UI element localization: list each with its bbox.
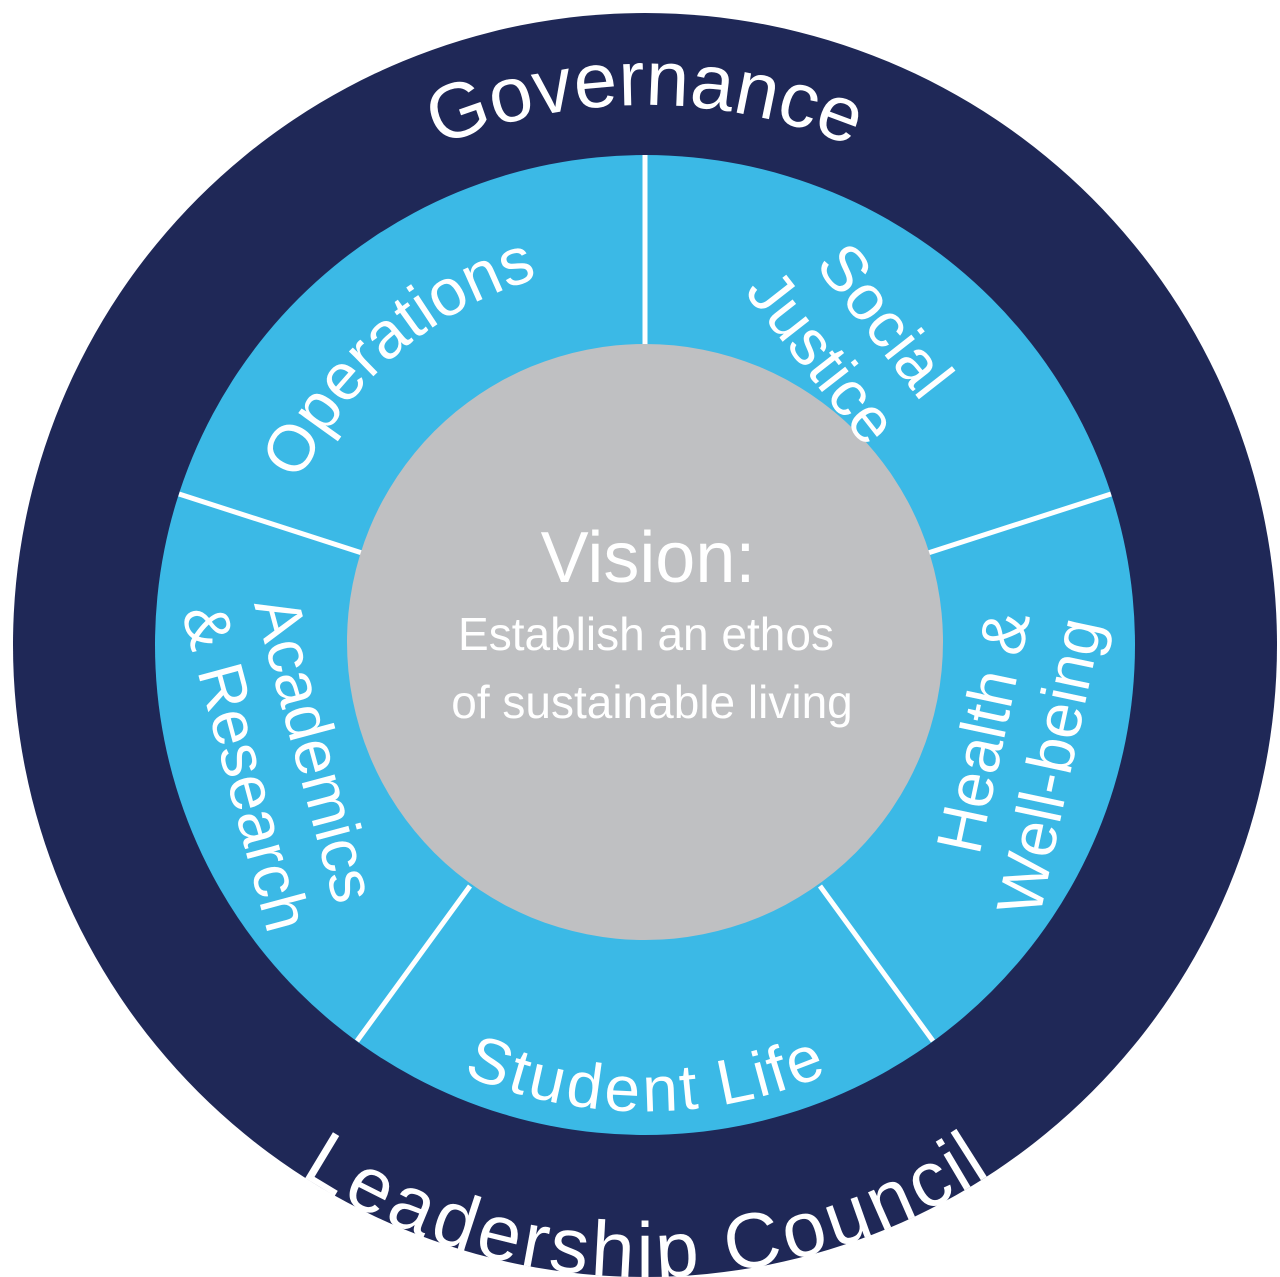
vision-line-2: of sustainable living: [451, 676, 852, 728]
vision-center: [347, 344, 943, 940]
vision-title: Vision:: [541, 518, 756, 598]
segment-dividers: [178, 155, 1112, 1043]
vision-line-1: Establish an ethos: [458, 608, 834, 660]
